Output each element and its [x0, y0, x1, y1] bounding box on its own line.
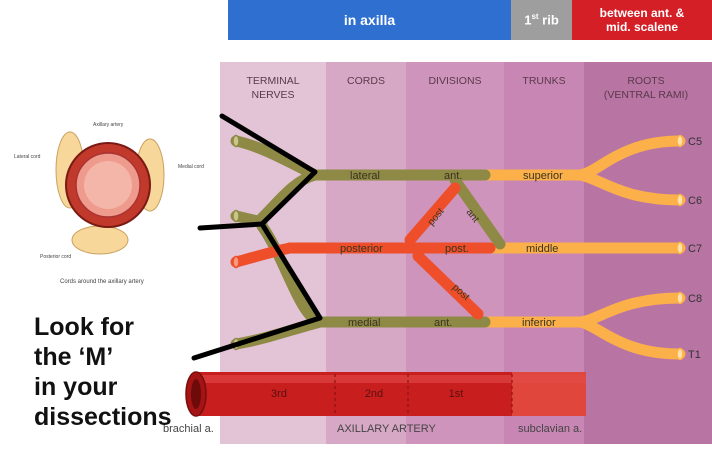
ant-diagonal: [449, 174, 506, 250]
region-bar-first-rib: 1st rib: [511, 0, 572, 40]
nerve-network: [230, 134, 686, 361]
posterior-divisions: [230, 182, 496, 320]
callout-line-1: Look for: [34, 313, 134, 341]
label-root-c6: C6: [688, 195, 702, 207]
label-brachial-artery: brachial a.: [163, 423, 214, 435]
callout-line-2: the ‘M’: [34, 343, 114, 371]
inset-label-posterior-cord: Posterior cord: [40, 254, 71, 260]
label-trunk-inferior: inferior: [522, 317, 556, 329]
post-diag-upper: [404, 182, 461, 246]
label-ant-bottom: ant.: [434, 317, 452, 329]
header-divisions: DIVISIONS: [428, 75, 481, 87]
region-label-scalene: between ant. &mid. scalene: [599, 5, 685, 34]
header-roots-2: (VENTRAL RAMI): [604, 89, 688, 101]
label-ant-top: ant.: [444, 170, 462, 182]
inset-caption: Cords around the axillary artery: [60, 279, 144, 285]
header-cords: CORDS: [347, 75, 385, 87]
region-bar-axilla: in axilla: [228, 0, 511, 40]
inset-posterior-cord: [71, 225, 129, 255]
axillary-artery-tube: [185, 371, 586, 417]
callout-line-3: in your: [34, 373, 118, 401]
inset-cords-around-artery: Axillary artery Lateral cord Medial cord…: [14, 122, 204, 285]
median-nerve: [230, 210, 268, 228]
label-lateral-cord: lateral: [350, 170, 380, 182]
label-axillary-artery: AXILLARY ARTERY: [337, 423, 437, 435]
inset-label-lateral-cord: Lateral cord: [14, 154, 41, 160]
inset-label-axillary-artery: Axillary artery: [93, 122, 124, 128]
label-artery-3rd: 3rd: [271, 388, 287, 400]
m-upper-stroke: [197, 113, 318, 231]
label-subclavian-artery: subclavian a.: [518, 423, 582, 435]
header-terminal-nerves-2: NERVES: [252, 89, 295, 101]
label-posterior-cord: posterior: [340, 243, 383, 255]
label-post-mid: post.: [445, 243, 469, 255]
label-artery-2nd: 2nd: [365, 388, 383, 400]
header-terminal-nerves-1: TERMINAL: [246, 75, 299, 87]
header-roots-1: ROOTS: [627, 75, 664, 87]
label-medial-cord: medial: [348, 317, 380, 329]
inset-label-medial-cord: Medial cord: [178, 164, 204, 170]
roots-trunks: [474, 135, 686, 360]
m-lower-stroke: [191, 221, 323, 361]
label-artery-1st: 1st: [449, 388, 464, 400]
post-diag-lower: [412, 250, 484, 320]
label-trunk-middle: middle: [526, 243, 558, 255]
label-root-c8: C8: [688, 293, 702, 305]
callout-line-4: dissections: [34, 403, 172, 431]
inset-artery-inner: [84, 161, 132, 209]
callout-look-for-m: Look for the ‘M’ in your dissections: [34, 312, 234, 432]
label-root-c7: C7: [688, 243, 702, 255]
m-shape-overlay: [191, 113, 323, 361]
musculocutaneous-nerve: [230, 135, 321, 181]
label-trunk-superior: superior: [523, 170, 563, 182]
region-label-first-rib: 1st rib: [524, 12, 559, 28]
header-trunks: TRUNKS: [522, 75, 565, 87]
region-label-axilla: in axilla: [343, 11, 396, 28]
region-bar-scalene: between ant. &mid. scalene: [572, 0, 712, 40]
label-root-c5: C5: [688, 136, 702, 148]
label-root-t1: T1: [688, 349, 701, 361]
radial-nerve: [230, 242, 296, 268]
